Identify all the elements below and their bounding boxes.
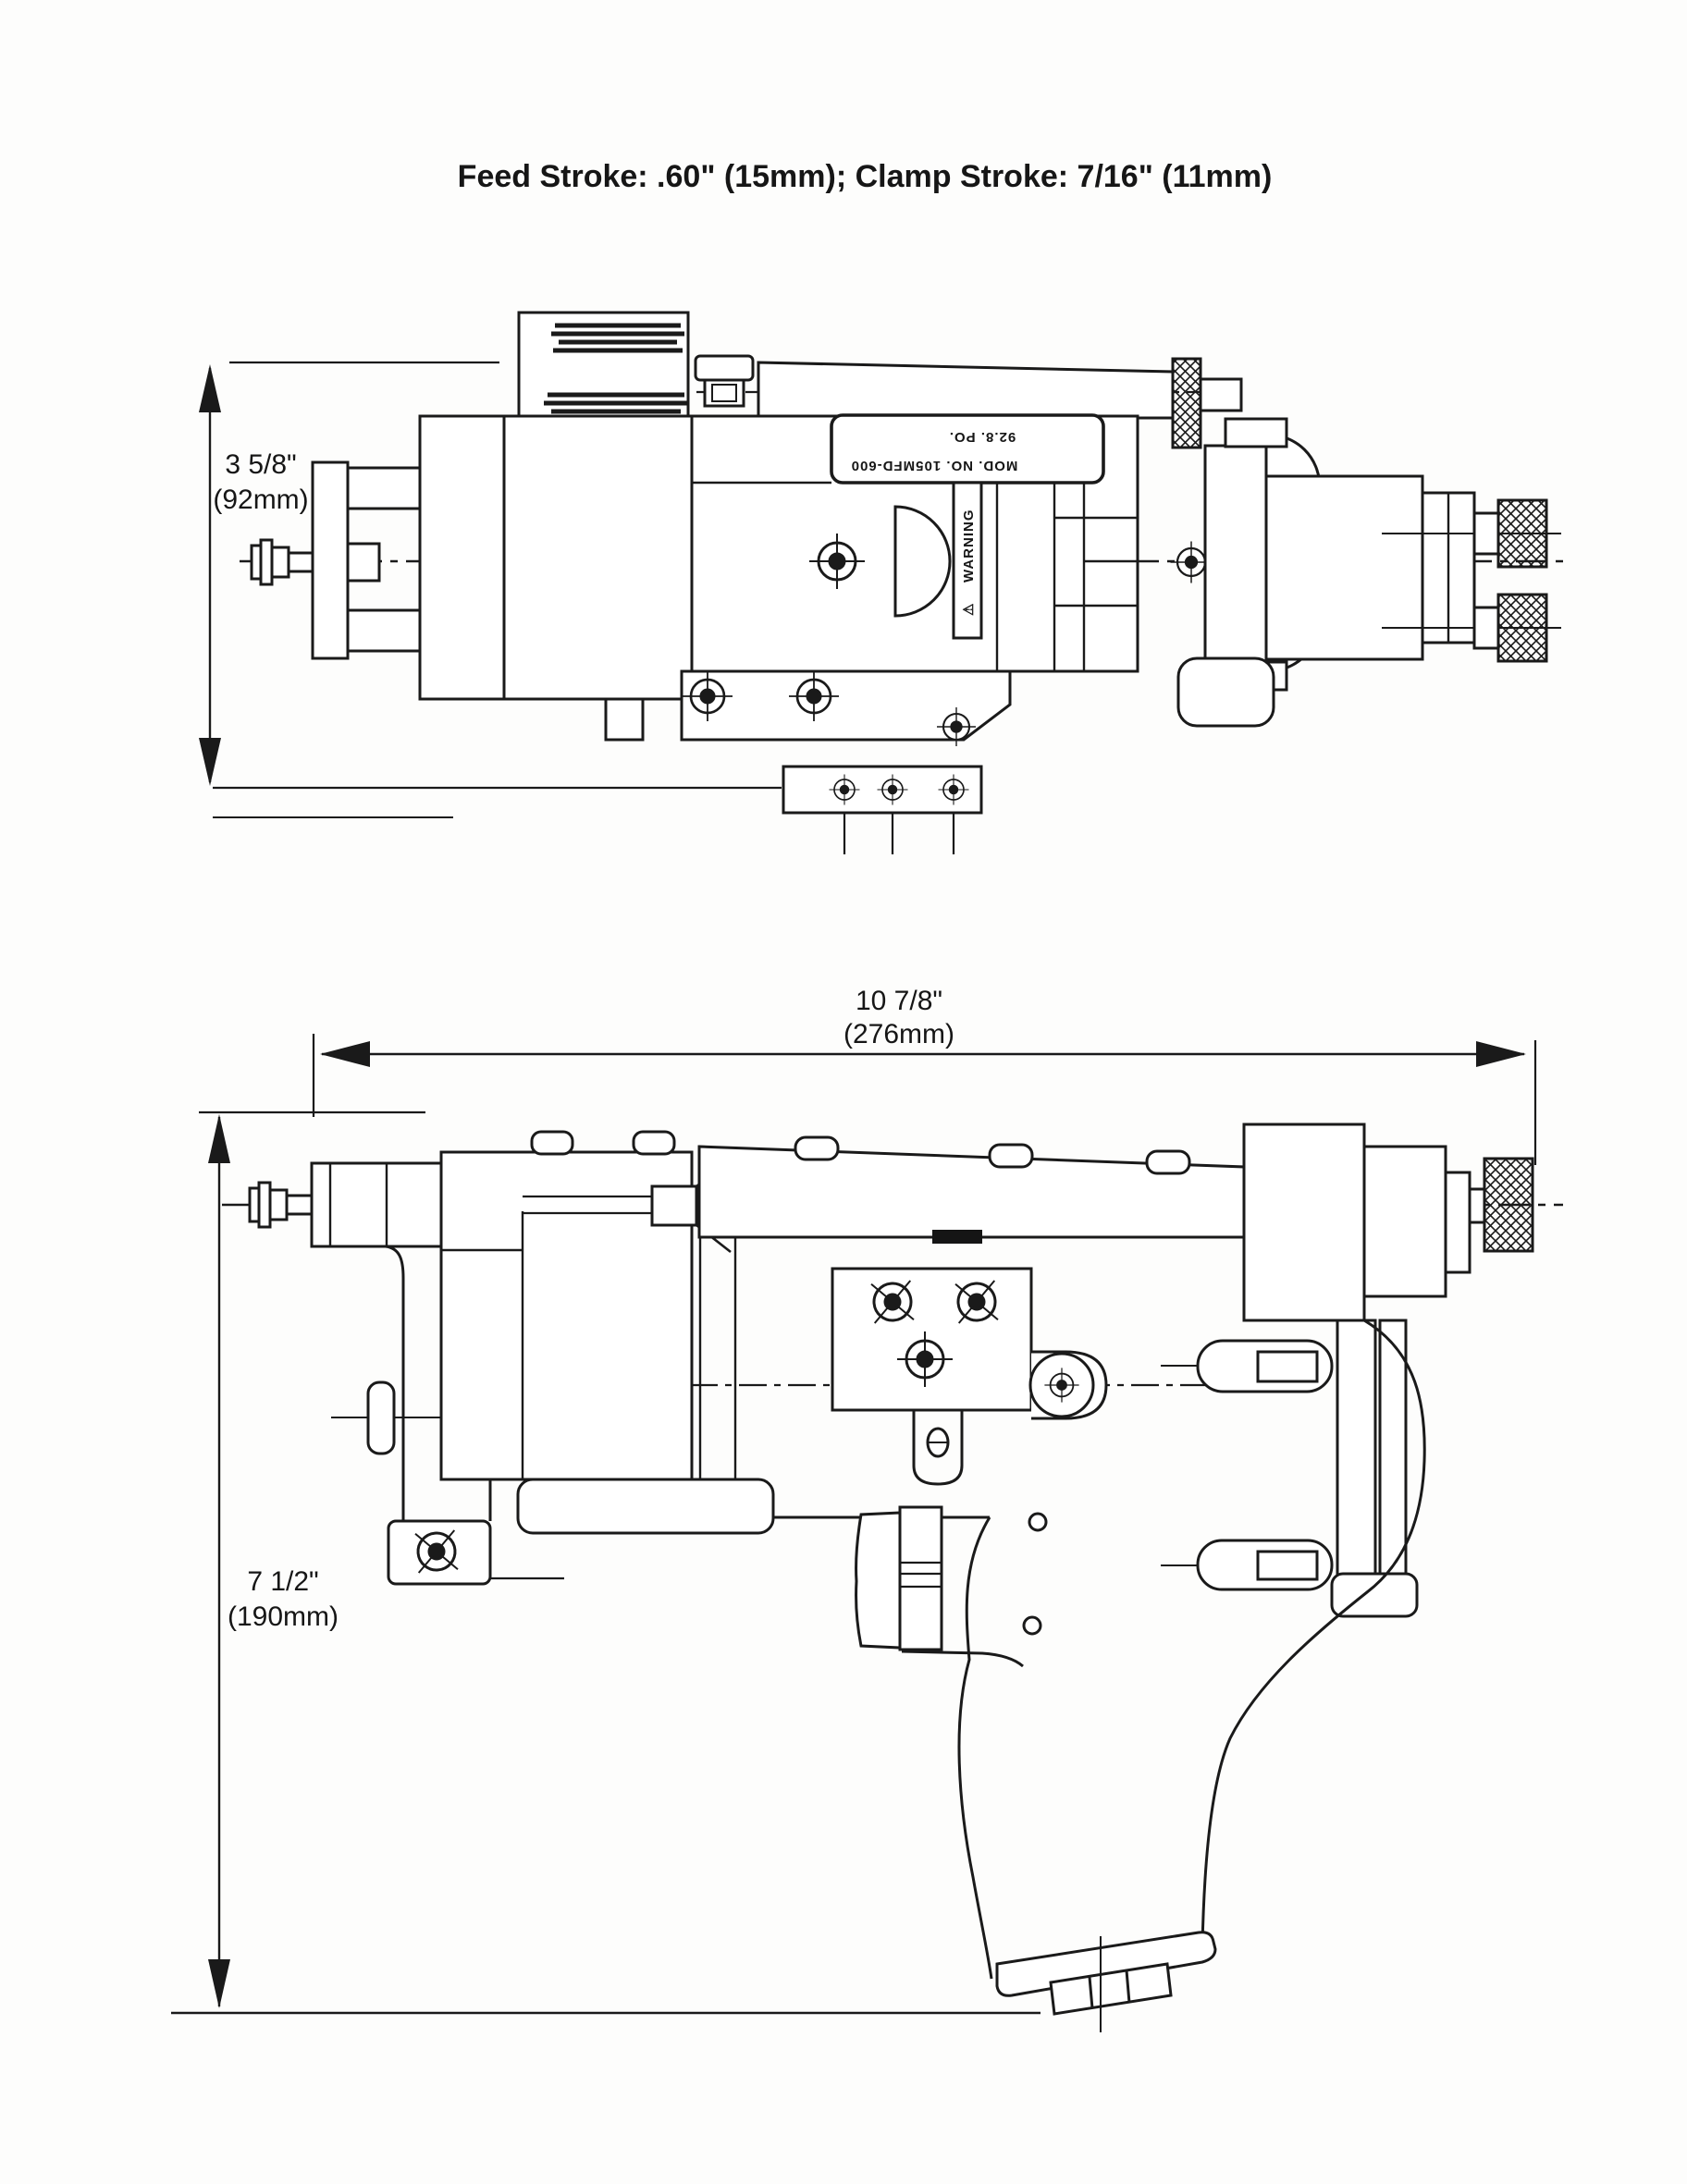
- tv-plate-text-line1: 92.8. PO.: [949, 429, 1016, 445]
- sv-width-dimension: 10 7/8" (276mm): [312, 986, 1537, 1165]
- sv-pin: [1028, 1512, 1048, 1532]
- tv-warning-text: WARNING: [961, 509, 977, 583]
- tv-height-dimension: 3 5/8" (92mm): [199, 361, 782, 818]
- tv-d-port: [893, 505, 952, 618]
- sv-width-label-value: 10 7/8": [856, 986, 942, 1016]
- sv-feed-cylinder: [439, 1130, 775, 1535]
- tv-hose-nipple-icon: [250, 538, 316, 586]
- sv-trigger: [855, 1505, 1048, 1668]
- arrow-down-icon: [208, 1959, 230, 2008]
- tv-top-bolt: [694, 354, 755, 408]
- sv-clamp-head: [310, 1161, 443, 1248]
- sv-grip-bottom-cap: [995, 1931, 1217, 1997]
- sv-trigger-guard: [901, 1650, 1024, 1668]
- knurled-knob-icon: [1496, 498, 1548, 569]
- tv-feed-body: [418, 414, 694, 742]
- tv-top-rail: [757, 361, 1175, 420]
- knurled-knob-icon: [1496, 593, 1548, 663]
- warning-triangle-icon: ⚠: [961, 603, 977, 616]
- arrow-down-icon: [199, 738, 221, 786]
- tv-rail-stub: [1199, 377, 1243, 412]
- tv-knob-upper: [1382, 498, 1561, 569]
- sv-side-tab: [366, 1380, 396, 1455]
- tv-mount-tabs: [782, 765, 983, 854]
- tv-rear-foot: [1176, 656, 1275, 728]
- tv-plate-text-line2: MOD. NO. 105MFD-600: [851, 458, 1018, 473]
- tv-label-plate: 92.8. PO. MOD. NO. 105MFD-600: [830, 413, 1105, 485]
- sv-lower-housing: [698, 1237, 990, 1519]
- tv-rear-cap: [1421, 491, 1476, 644]
- sv-rear-head: [1242, 1123, 1534, 1322]
- sv-barrel-slot: [932, 1230, 982, 1244]
- arrow-right-icon: [1476, 1041, 1526, 1067]
- sv-clamp-leg: [366, 1245, 564, 1592]
- sv-mounting-plate: [831, 1261, 1108, 1486]
- sv-height-label-metric: (190mm): [228, 1601, 339, 1632]
- sv-barrel: [697, 1135, 1246, 1244]
- sv-width-label-metric: (276mm): [844, 1019, 954, 1049]
- page-title: Feed Stroke: .60" (15mm); Clamp Stroke: …: [457, 159, 1273, 194]
- sv-grip-front-edge: [957, 1516, 993, 1980]
- sv-pin: [1022, 1615, 1042, 1636]
- sv-grip-back-edge: [1201, 1319, 1426, 1947]
- arrow-up-icon: [208, 1114, 230, 1163]
- sv-hanger: [912, 1410, 964, 1486]
- tv-dim-label-metric: (92mm): [213, 485, 308, 515]
- arrow-up-icon: [199, 364, 221, 412]
- sv-clamp-fork: [1196, 1319, 1419, 1618]
- tv-motor-block: [517, 311, 690, 418]
- tv-bottom-bracket: [680, 669, 1012, 748]
- top-view: 3 5/8" (92mm): [199, 311, 1563, 854]
- tv-warning-strip: ⚠ WARNING: [952, 481, 983, 640]
- tv-hatch-lines-upper: [551, 323, 684, 353]
- sv-hose-nipple-icon: [248, 1181, 314, 1229]
- tv-rear-block: [1264, 474, 1424, 661]
- tv-knob-lower: [1382, 593, 1561, 663]
- sv-air-inlet-blocks: [1049, 1962, 1173, 2016]
- tv-knurled-strip-icon: [1171, 357, 1202, 449]
- sv-height-label-value: 7 1/2": [247, 1566, 318, 1597]
- knurled-knob-icon: [1483, 1157, 1534, 1253]
- tv-hatch-lines-lower: [544, 392, 688, 414]
- tv-dim-label-value: 3 5/8": [225, 449, 296, 480]
- sv-height-dimension: 7 1/2" (190mm): [171, 1110, 1041, 2015]
- sv-pistol-grip: [957, 1319, 1426, 2032]
- tv-clamp-bracket: [311, 460, 424, 660]
- side-view: 10 7/8" (276mm) 7 1/2" (190mm): [171, 986, 1563, 2032]
- arrow-left-icon: [320, 1041, 370, 1067]
